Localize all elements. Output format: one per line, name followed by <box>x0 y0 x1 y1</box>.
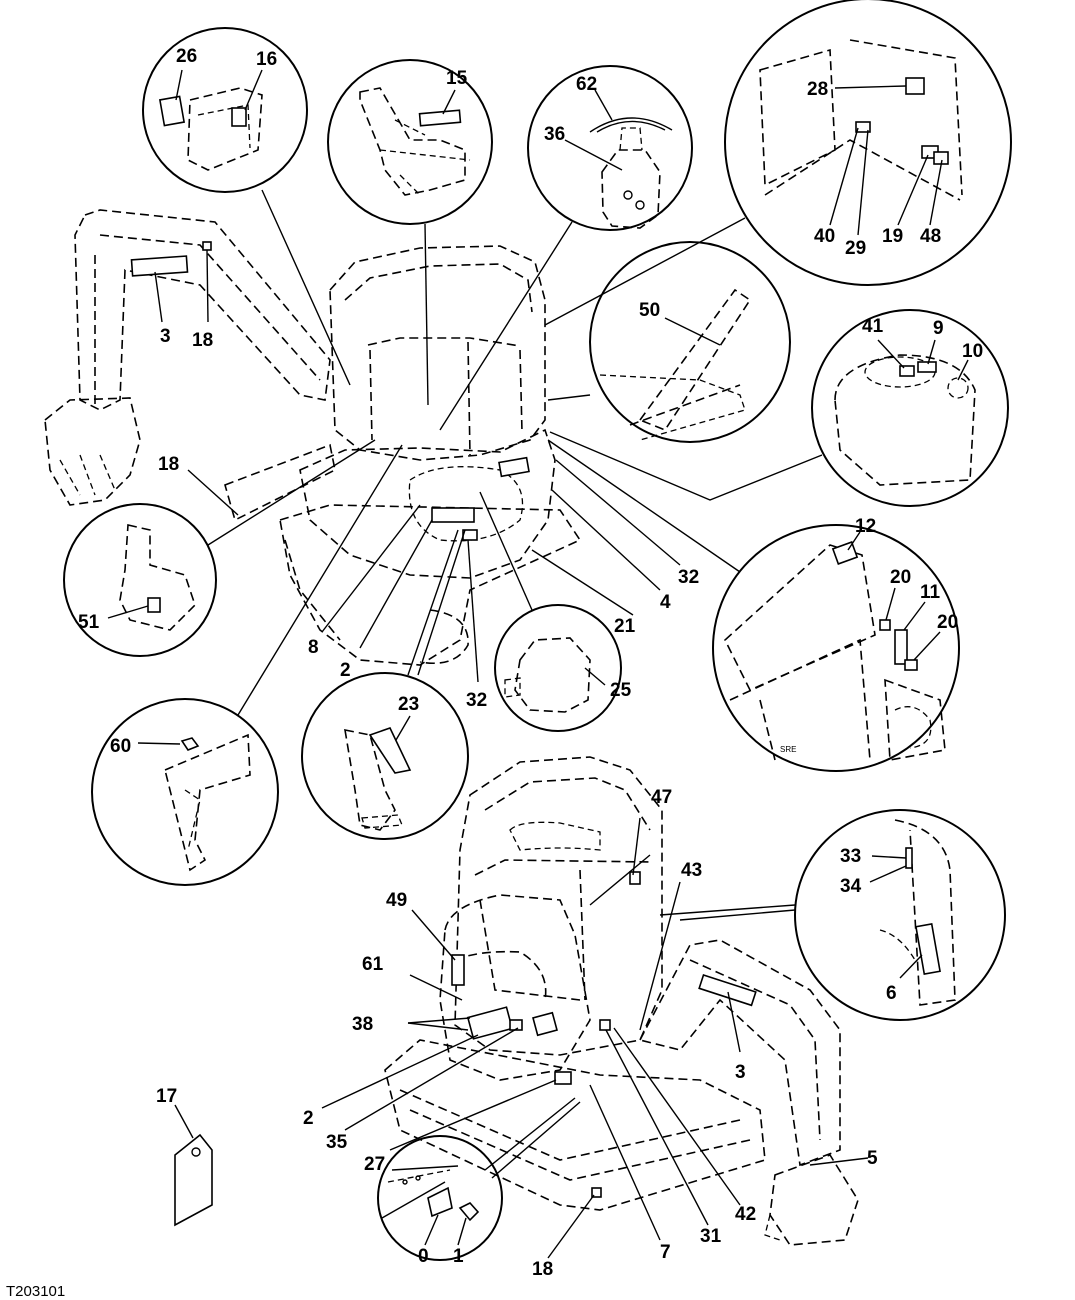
detail-50 <box>599 288 752 441</box>
callout-17: 17 <box>156 1086 177 1107</box>
callout-31: 31 <box>700 1226 722 1247</box>
callout-40: 40 <box>814 226 835 247</box>
callout-51: 51 <box>78 612 100 633</box>
callout-18-upper: 18 <box>192 330 213 351</box>
callout-41: 41 <box>862 316 884 337</box>
callout-3-lower: 3 <box>735 1062 746 1083</box>
callout-32-upper: 32 <box>678 567 699 588</box>
circle-leader-lines <box>207 189 823 1179</box>
callout-20-a: 20 <box>890 567 911 588</box>
callout-5: 5 <box>867 1148 878 1169</box>
detail-41-9-10 <box>834 339 976 486</box>
callout-18-lower: 18 <box>532 1259 553 1280</box>
detail-28-29-40-19-48 <box>759 39 963 236</box>
callout-9: 9 <box>933 318 944 339</box>
callout-35: 35 <box>326 1132 348 1153</box>
detail-51 <box>107 524 196 631</box>
callout-16: 16 <box>256 49 277 70</box>
callout-11: 11 <box>920 582 941 603</box>
callout-38: 38 <box>352 1014 373 1035</box>
callout-10: 10 <box>962 341 983 362</box>
upper-excavator-drawing <box>44 209 582 666</box>
callout-61: 61 <box>362 954 384 975</box>
callout-1: 1 <box>453 1246 464 1267</box>
detail-36-62 <box>564 89 673 229</box>
callout-25: 25 <box>610 680 632 701</box>
callout-62: 62 <box>576 74 597 95</box>
callout-29: 29 <box>845 238 866 259</box>
figure-code: T203101 <box>6 1283 65 1300</box>
detail-26-16 <box>158 69 263 171</box>
callout-2-upper: 2 <box>340 660 351 681</box>
callout-48: 48 <box>920 226 941 247</box>
lower-callout-leaders <box>321 817 869 1259</box>
upper-callout-leaders <box>154 249 681 906</box>
detail-circles <box>63 0 1012 1261</box>
callout-2-lower: 2 <box>303 1108 314 1129</box>
callout-33: 33 <box>840 846 861 867</box>
callout-42: 42 <box>735 1204 756 1225</box>
callout-28: 28 <box>807 79 828 100</box>
callout-18-left: 18 <box>158 454 179 475</box>
callout-26: 26 <box>176 46 197 67</box>
lower-excavator-drawing <box>384 756 859 1246</box>
callout-4: 4 <box>660 592 671 613</box>
callout-21: 21 <box>614 616 636 637</box>
callout-8: 8 <box>308 637 319 658</box>
callout-3-upper: 3 <box>160 326 171 347</box>
callout-6: 6 <box>886 983 897 1004</box>
callout-19: 19 <box>882 226 903 247</box>
callout-23: 23 <box>398 694 419 715</box>
callout-27: 27 <box>364 1154 385 1175</box>
detail-15 <box>359 87 471 196</box>
callout-32-lower: 32 <box>466 690 487 711</box>
svg-text:SRE: SRE <box>780 745 796 754</box>
callout-15: 15 <box>446 68 468 89</box>
tag-17 <box>174 1104 213 1227</box>
callout-labels: 26 16 15 62 36 28 40 29 19 48 50 41 9 10… <box>78 46 983 1280</box>
callout-43: 43 <box>681 860 702 881</box>
callout-50: 50 <box>639 300 660 321</box>
detail-60 <box>137 733 251 872</box>
callout-20-b: 20 <box>937 612 958 633</box>
callout-36: 36 <box>544 124 565 145</box>
detail-0-1 <box>381 1165 480 1246</box>
detail-12-20-11: SRE <box>724 531 946 761</box>
callout-34: 34 <box>840 876 862 897</box>
detail-33-34-6 <box>869 819 956 1006</box>
callout-47: 47 <box>651 787 672 808</box>
callout-12: 12 <box>855 516 876 537</box>
callout-60: 60 <box>110 736 131 757</box>
detail-23 <box>344 715 412 831</box>
callout-49: 49 <box>386 890 407 911</box>
callout-0: 0 <box>418 1246 429 1267</box>
detail-25 <box>504 637 606 713</box>
callout-7: 7 <box>660 1242 671 1263</box>
